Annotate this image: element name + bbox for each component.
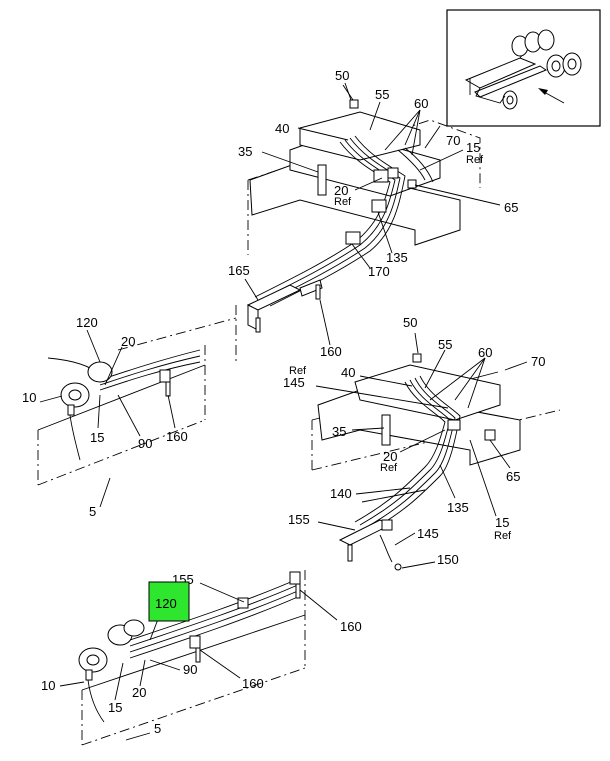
callout-60: 60 [414,96,428,111]
callout-5: 5 [89,504,96,519]
callout-155: 155 [288,512,310,527]
callout-160b: 160 [242,676,264,691]
callout-120: 120 [76,315,98,330]
callout-65: 65 [506,469,520,484]
callout-160: 160 [166,429,188,444]
callout-90: 90 [138,436,152,451]
callout-60: 60 [478,345,492,360]
callout-50: 50 [403,315,417,330]
callout-120-highlighted: 120 [155,596,177,611]
callout-15: 15 [90,430,104,445]
callout-15: 15 [466,140,480,155]
callout-140: 140 [330,486,352,501]
callout-145-ref: Ref [289,365,307,377]
callout-90: 90 [183,662,197,677]
callout-160: 160 [320,344,342,359]
callout-10: 10 [22,390,36,405]
locator-inset [446,9,601,127]
callout-165: 165 [228,263,250,278]
callout-135: 135 [447,500,469,515]
truck-chassis-icon [464,29,582,110]
callout-20-ref: Ref [380,462,398,474]
callout-20: 20 [132,685,146,700]
callout-145: 145 [283,375,305,390]
callout-20: 20 [334,183,348,198]
callout-5: 5 [154,721,161,736]
callout-135: 135 [386,250,408,265]
right-assembly: 50 55 60 70 40 Ref 145 35 20 Ref 65 140 … [283,315,561,571]
callout-10: 10 [41,678,55,693]
callout-55: 55 [438,337,452,352]
callout-50: 50 [335,68,349,83]
bottom-assembly: 155 120 160 90 10 15 20 160 5 [41,570,362,746]
callout-20: 20 [121,334,135,349]
arrow-icon [538,88,565,104]
callout-15-ref: Ref [494,530,512,542]
callout-15-ref: Ref [466,154,484,166]
callout-35: 35 [332,424,346,439]
callout-15: 15 [495,515,509,530]
callout-145b: 145 [417,526,439,541]
highlighted-part-box[interactable] [148,581,190,622]
callout-70: 70 [531,354,545,369]
callout-65: 65 [504,200,518,215]
callout-15: 15 [108,700,122,715]
top-assembly: 50 55 60 40 70 15 Ref 35 20 Ref 65 135 1… [117,68,518,365]
callout-35: 35 [238,144,252,159]
callout-170: 170 [368,264,390,279]
callout-40: 40 [341,365,355,380]
callout-20-ref: Ref [334,196,352,208]
callout-20: 20 [383,449,397,464]
callout-55: 55 [375,87,389,102]
callout-160: 160 [340,619,362,634]
callout-150: 150 [437,552,459,567]
callout-70: 70 [446,133,460,148]
callout-40: 40 [275,121,289,136]
left-upper-assembly: 120 20 10 15 90 160 5 [22,315,206,519]
